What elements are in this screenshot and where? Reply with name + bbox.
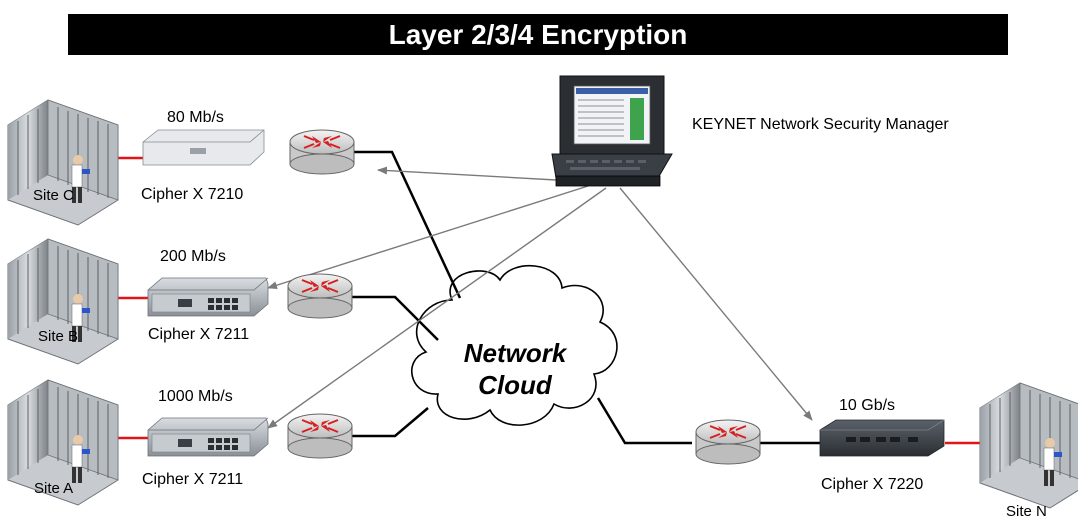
wan-line-n: [596, 397, 692, 445]
device-cipher-x-7220: [819, 419, 945, 457]
site-label-n: Site N: [1006, 503, 1047, 520]
router-a: [287, 413, 353, 459]
cloud-label: Network Cloud: [430, 337, 600, 401]
wan-line-c: [354, 150, 462, 299]
site-label-c: Site C: [33, 187, 74, 204]
cloud-label-line1: Network: [463, 338, 567, 368]
manager-label: KEYNET Network Security Manager: [692, 116, 949, 133]
manager-console: [551, 75, 673, 187]
site-label-b: Site B: [38, 328, 79, 345]
diagram-title: Layer 2/3/4 Encryption: [388, 18, 688, 50]
wan-line-b: [352, 295, 439, 341]
site-c-datacenter: [7, 99, 119, 226]
mgmt-arrow-a: [267, 187, 607, 429]
device-label-n: Cipher X 7220: [821, 476, 924, 493]
site-label-a: Site A: [34, 480, 74, 497]
speed-label-n: 10 Gb/s: [839, 397, 896, 414]
site-n-datacenter: [979, 382, 1078, 509]
wan-line-a: [352, 407, 429, 438]
mgmt-arrow-n: [619, 187, 813, 421]
network-cloud: [410, 265, 618, 426]
speed-label-b: 200 Mb/s: [160, 248, 226, 265]
device-label-b: Cipher X 7211: [148, 326, 250, 343]
mgmt-arrow-c: [377, 166, 557, 181]
router-n: [695, 419, 761, 465]
speed-label-c: 80 Mb/s: [167, 109, 224, 126]
device-cipher-x-7210: [142, 129, 265, 166]
site-b-datacenter: [7, 238, 119, 365]
title-bar: Layer 2/3/4 Encryption: [68, 14, 1008, 55]
router-c: [289, 129, 355, 175]
speed-label-a: 1000 Mb/s: [158, 388, 233, 405]
device-cipher-x-7211-b: [147, 277, 269, 317]
device-cipher-x-7211-a: [147, 417, 269, 457]
cloud-label-line2: Cloud: [478, 370, 552, 400]
device-label-a: Cipher X 7211: [142, 471, 244, 488]
device-label-c: Cipher X 7210: [141, 186, 244, 203]
router-b: [287, 273, 353, 319]
mgmt-arrow-b: [267, 185, 589, 290]
